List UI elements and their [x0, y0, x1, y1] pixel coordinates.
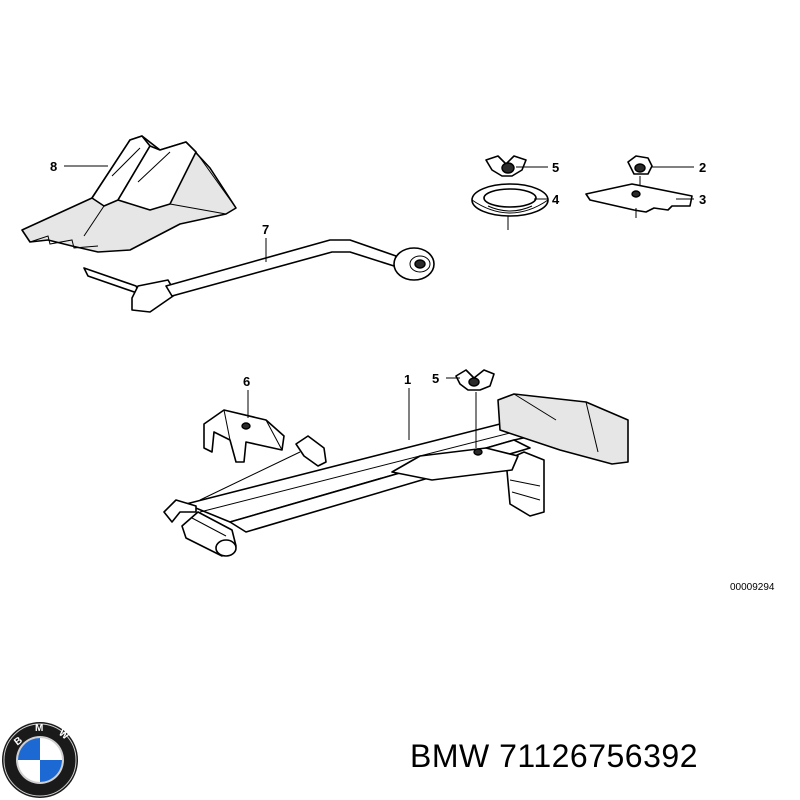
part-1-jack [163, 393, 629, 557]
diagram-reference-code: 00009294 [730, 582, 775, 593]
part-8-wheel-chock [21, 135, 237, 253]
part-3-plate [585, 183, 693, 218]
part-6-bracket [203, 409, 285, 463]
svg-text:M: M [35, 723, 43, 734]
callout-8: 8 [50, 159, 57, 174]
part-number-caption: BMW 71126756392 [410, 738, 698, 774]
part-5-wing-nut-bottom [455, 369, 495, 448]
part-4-grommet [471, 183, 549, 230]
callout-3: 3 [699, 192, 706, 207]
callout-7: 7 [262, 222, 269, 237]
callout-5-bottom: 5 [432, 371, 439, 386]
callout-1: 1 [404, 372, 411, 387]
callout-6: 6 [243, 374, 250, 389]
callout-5-top: 5 [552, 160, 559, 175]
bmw-logo-icon: B M W [2, 722, 78, 798]
part-5-wing-nut-top [485, 155, 527, 177]
callout-4: 4 [552, 192, 560, 207]
part-7-wheel-wrench [83, 239, 435, 313]
part-2-nut [627, 155, 653, 192]
callout-2: 2 [699, 160, 706, 175]
